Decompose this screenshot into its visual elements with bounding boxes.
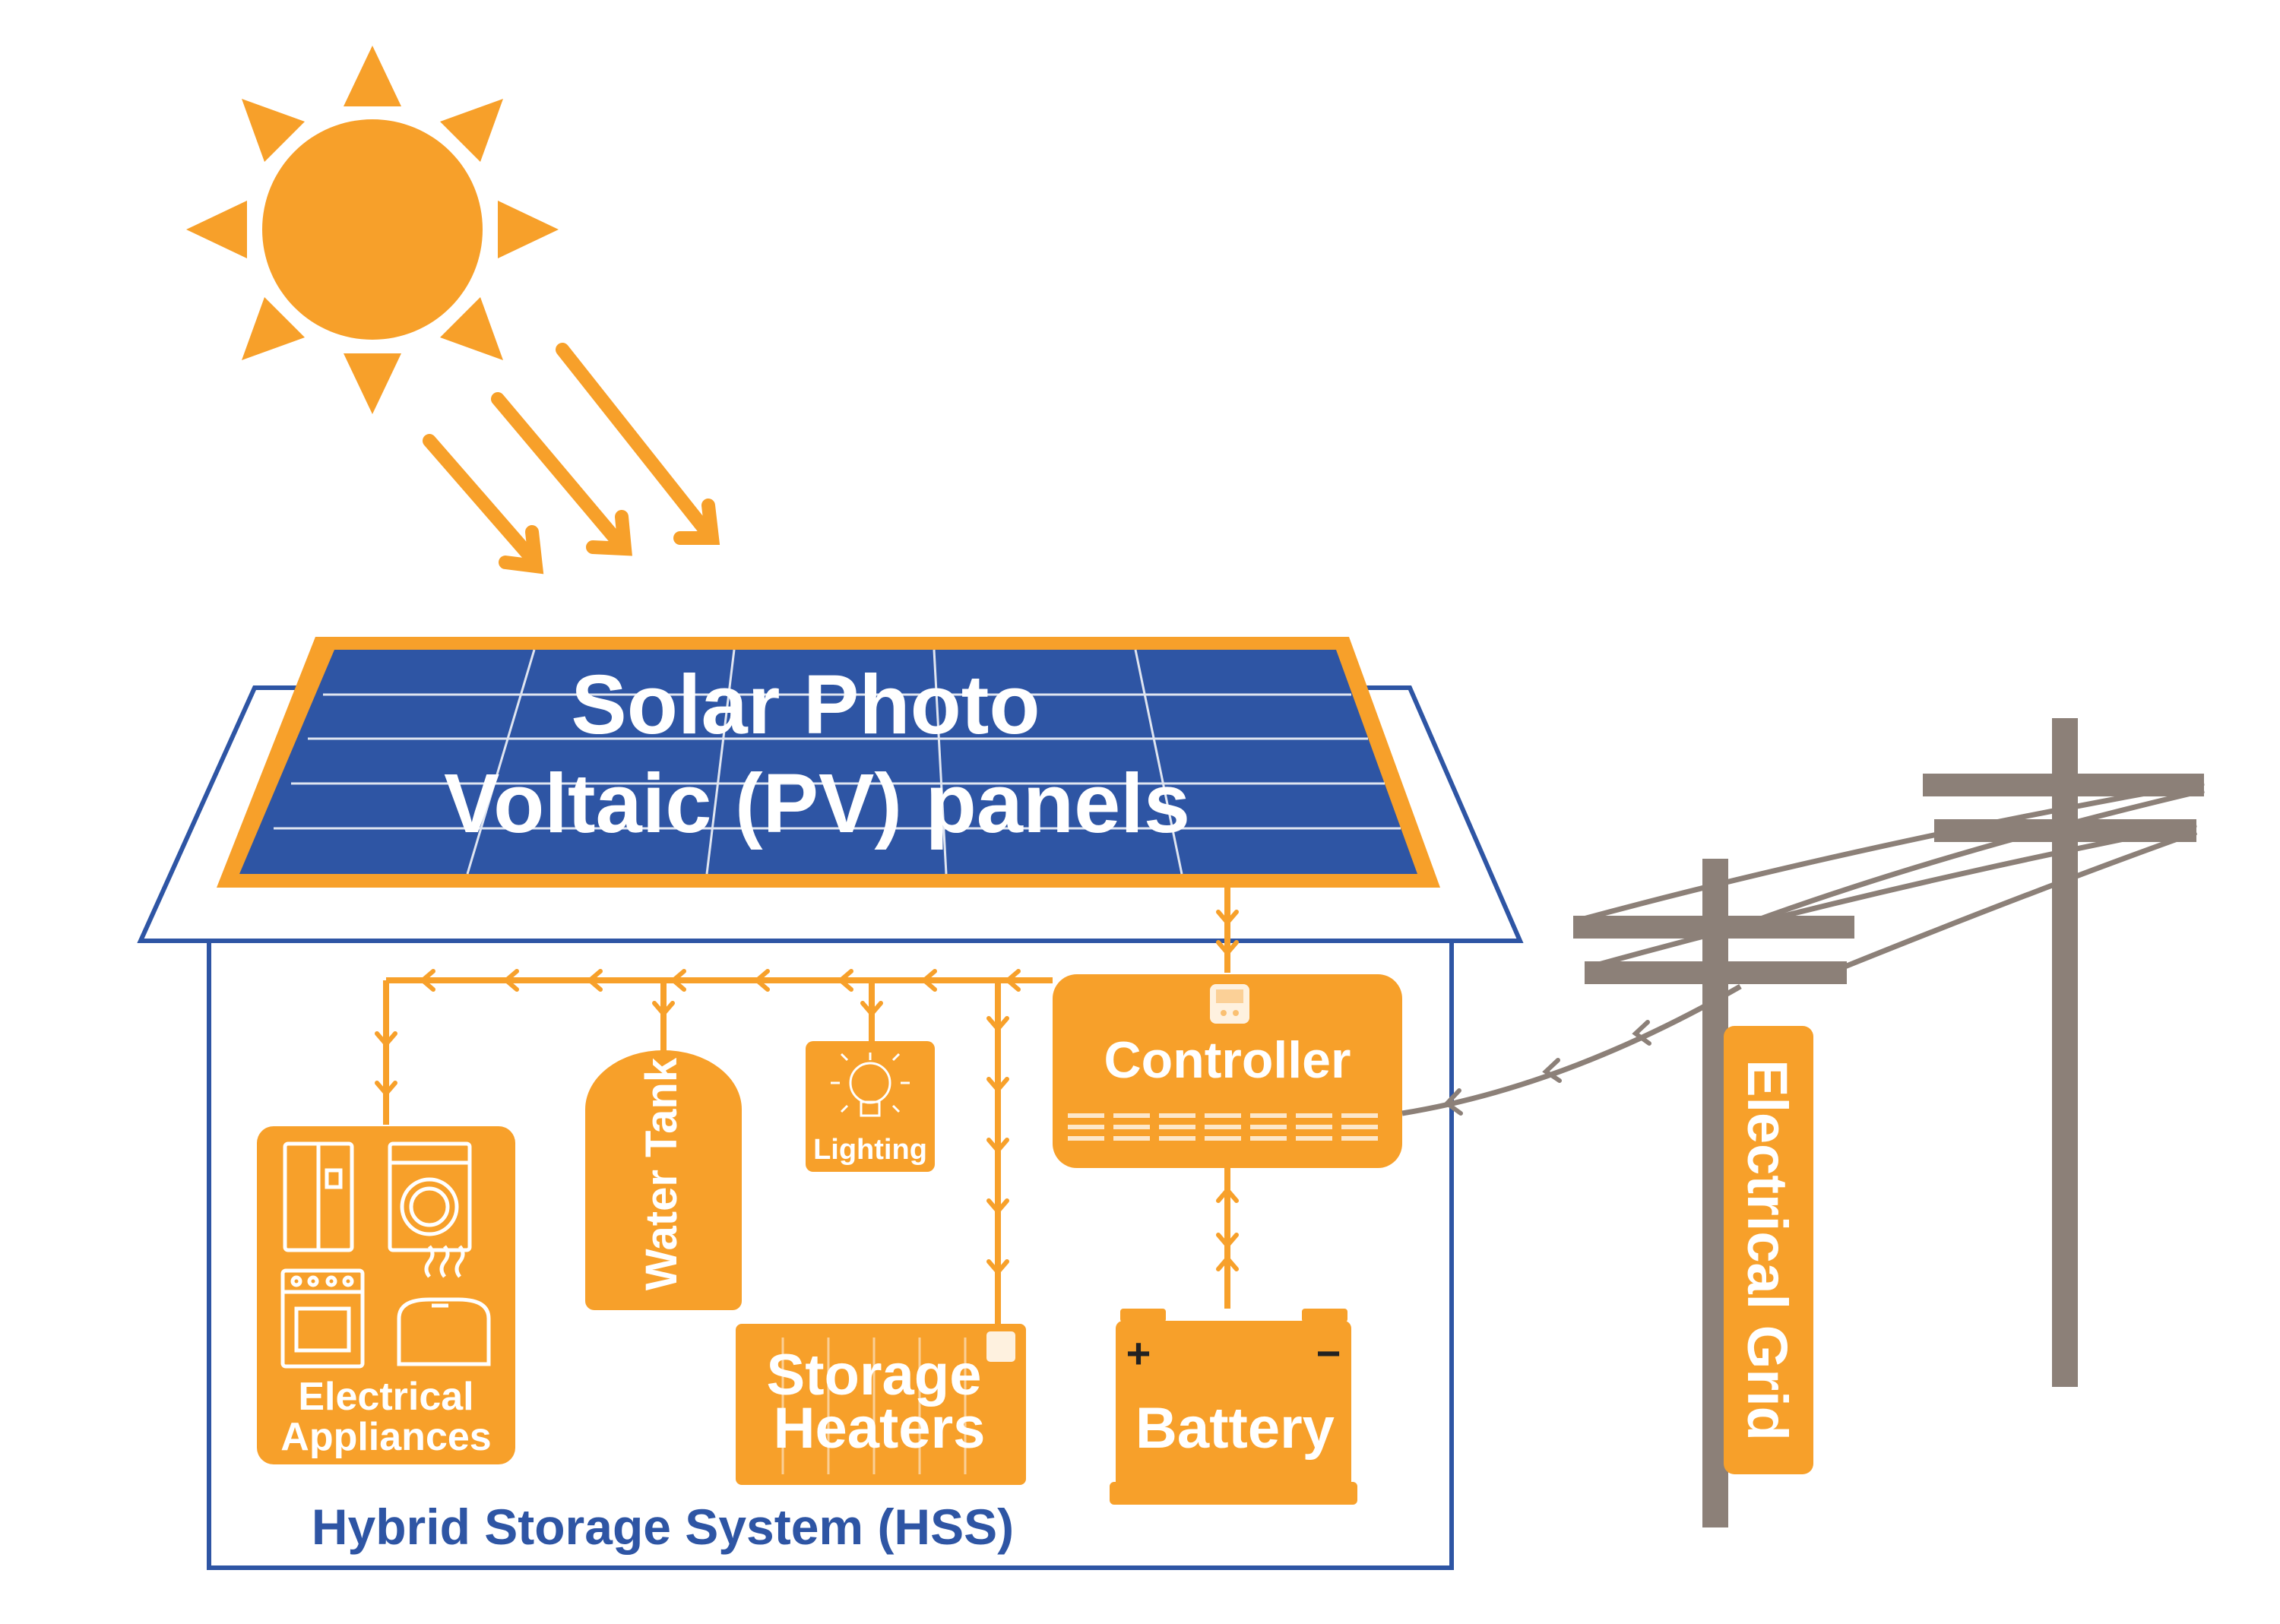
oven-icon — [280, 1268, 365, 1369]
washing-machine-icon — [388, 1141, 472, 1252]
toaster-icon — [397, 1245, 491, 1366]
battery-terminal — [1120, 1309, 1166, 1322]
controller-display-icon — [1210, 984, 1249, 1024]
sunlight-arrows — [423, 343, 720, 575]
grid-wires — [1401, 780, 2205, 1116]
storage-heaters-label-line2: Heaters — [774, 1396, 986, 1461]
pv-title-line2: Voltaic (PV) panels — [444, 757, 1190, 850]
appliances-label-line1: Electrical — [298, 1375, 473, 1419]
battery-minus-sign: − — [1316, 1329, 1341, 1377]
water-tank-box: Water Tank — [585, 1050, 742, 1310]
electrical-grid-tag: Electrical Grid — [1724, 1026, 1813, 1474]
crossarm — [1585, 961, 1847, 984]
storage-heaters-label-line1: Storage — [767, 1343, 982, 1407]
controller-label: Controller — [1104, 1031, 1351, 1089]
sun-ray-arrow — [556, 343, 714, 539]
hss-label: Hybrid Storage System (HSS) — [312, 1499, 1014, 1555]
light-bulb-icon — [831, 1053, 910, 1117]
electrical-appliances-box: Electrical Appliances — [257, 1126, 515, 1464]
lighting-label: Lighting — [813, 1134, 927, 1166]
battery-box: + − Battery — [1110, 1309, 1357, 1505]
appliances-label-line2: Appliances — [280, 1415, 491, 1459]
controller-vent-icon — [1068, 1113, 1378, 1141]
fridge-icon — [283, 1141, 354, 1252]
utility-pole-rear — [2052, 718, 2078, 1387]
pv-title-line1: Solar Photo — [571, 658, 1040, 752]
controller-box: Controller — [1053, 974, 1402, 1168]
sun-ray-arrow — [491, 392, 626, 550]
sun-ray-arrow — [423, 434, 539, 565]
electrical-grid-label: Electrical Grid — [1736, 1059, 1799, 1441]
water-tank-label: Water Tank — [637, 1057, 686, 1290]
lighting-box: Lighting — [806, 1041, 935, 1172]
sun-ray-arrow-head — [673, 499, 720, 545]
flow-chevrons — [375, 910, 1239, 1276]
thermostat-icon — [986, 1331, 1015, 1362]
battery-plus-sign: + — [1126, 1329, 1151, 1377]
battery-label: Battery — [1135, 1396, 1335, 1461]
grid-flow-chevrons — [1443, 1020, 1651, 1116]
utility-poles — [1573, 718, 2204, 1527]
sun-ray-arrow-head — [499, 525, 544, 575]
battery-terminal — [1302, 1309, 1347, 1322]
storage-heaters-box: Storage Heaters — [736, 1324, 1026, 1485]
sun-icon — [186, 46, 559, 414]
sun-ray-arrow-head — [586, 510, 632, 556]
pv-panel: Solar Photo Voltaic (PV) panels — [217, 637, 1440, 888]
